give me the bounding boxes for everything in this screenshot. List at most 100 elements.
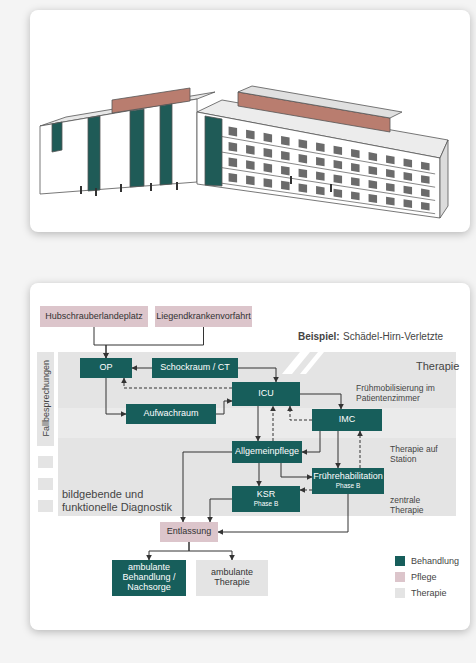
window	[334, 146, 343, 155]
window	[334, 189, 343, 198]
window	[246, 145, 255, 155]
window	[281, 166, 290, 175]
process-box: ambulante Behandlung / Nachsorge	[112, 560, 186, 596]
node-text: KSR	[257, 490, 276, 500]
window	[316, 172, 325, 181]
case-square	[38, 500, 53, 512]
label-text: Schädel-Hirn-Verletzte	[343, 331, 443, 343]
legend-swatch	[395, 556, 405, 566]
label-text: Therapie auf Station	[390, 445, 454, 465]
legend-entry: Therapie	[395, 588, 447, 598]
window-group	[221, 126, 435, 213]
connector-arrow	[281, 463, 312, 477]
connector-arrow	[106, 378, 126, 414]
window	[351, 177, 360, 186]
connector-arrow	[338, 431, 339, 468]
side-facade	[440, 140, 448, 218]
window	[351, 163, 360, 172]
window	[229, 157, 238, 167]
therapy-band-stripe	[58, 408, 456, 438]
connector-arrow	[132, 368, 152, 369]
node-text: Liegendkrankenvorfahrt	[156, 312, 251, 322]
window	[264, 148, 273, 158]
window	[264, 163, 273, 173]
connector-arrow	[300, 394, 341, 409]
window	[316, 186, 325, 195]
window	[246, 160, 255, 170]
legend-swatch	[395, 588, 405, 598]
connector-arrow	[238, 368, 276, 382]
panel	[52, 122, 62, 152]
process-box: Aufwachraum	[126, 404, 216, 424]
legend-entry: Behandlung	[395, 556, 459, 566]
window	[281, 136, 290, 146]
window	[264, 133, 273, 143]
window	[369, 180, 378, 189]
window	[229, 142, 238, 152]
node-text: ICU	[258, 389, 274, 399]
window	[299, 139, 308, 149]
people	[80, 176, 332, 196]
process-box: ambulante Therapie	[196, 560, 268, 596]
process-box: Allgemeinpflege	[232, 441, 302, 463]
label-text: zentrale Therapie	[390, 496, 454, 516]
process-box: Schockraum / CT	[152, 358, 238, 378]
window	[421, 162, 430, 171]
window	[421, 175, 430, 184]
label-text: Frühmobilisierung im Patientenzimmer	[356, 384, 452, 404]
window	[351, 191, 360, 200]
node-text: Phase B	[254, 500, 279, 507]
window	[264, 178, 273, 187]
therapy-band	[58, 352, 456, 516]
window	[316, 157, 325, 166]
window	[229, 173, 238, 183]
window	[386, 183, 395, 192]
panel	[160, 104, 172, 185]
label-text: Beispiel:	[298, 331, 340, 343]
connector-arrow	[290, 406, 312, 420]
top-story-roof	[238, 86, 402, 118]
label-text: Fallbesprechungen	[41, 360, 51, 437]
window	[351, 149, 360, 158]
band-separator	[300, 352, 324, 374]
panel	[130, 109, 144, 187]
connector-arrow	[124, 378, 232, 388]
case-square	[38, 478, 53, 490]
window	[246, 176, 255, 186]
case-square	[38, 456, 53, 468]
connector-arrow	[302, 431, 320, 452]
process-box: IMC	[312, 409, 382, 431]
connector-arrow	[149, 542, 189, 560]
window	[404, 159, 413, 168]
window	[246, 130, 255, 140]
window	[421, 202, 430, 211]
connector-arrow	[360, 431, 361, 468]
window	[281, 151, 290, 161]
window	[369, 166, 378, 175]
legend-text: Therapie	[411, 588, 447, 598]
process-box: FrührehabilitationPhase B	[312, 468, 384, 494]
window	[316, 142, 325, 151]
window	[386, 155, 395, 164]
window	[386, 197, 395, 206]
process-box: Hubschrauberlandeplatz	[40, 306, 148, 327]
window	[299, 169, 308, 178]
window	[404, 172, 413, 181]
legend-swatch	[395, 572, 405, 582]
panel	[88, 116, 100, 191]
process-box: Liegendkrankenvorfahrt	[155, 306, 252, 327]
connector-arrow	[210, 499, 232, 522]
node-text: IMC	[339, 415, 356, 425]
connector-arrow	[273, 406, 274, 441]
window	[299, 154, 308, 163]
window	[299, 183, 308, 192]
process-box: ICU	[232, 382, 300, 406]
legend-entry: Pflege	[395, 572, 437, 582]
node-text: Allgemeinpflege	[235, 447, 299, 457]
connector-arrow	[258, 406, 259, 441]
connector-arrow	[259, 463, 260, 486]
case-strip	[37, 352, 54, 446]
window	[334, 160, 343, 169]
connector-arrow	[216, 401, 232, 414]
node-text: Entlassung	[167, 527, 212, 537]
